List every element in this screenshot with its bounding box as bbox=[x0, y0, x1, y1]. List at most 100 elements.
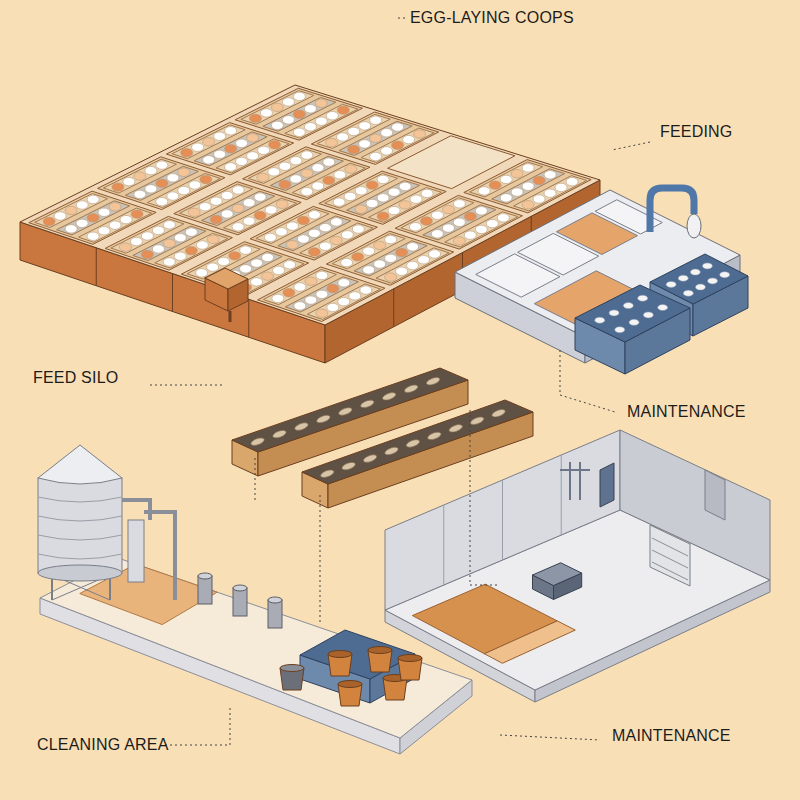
egg bbox=[152, 245, 164, 253]
egg bbox=[453, 200, 465, 208]
leader-line bbox=[230, 705, 231, 745]
egg bbox=[236, 157, 248, 165]
egg bbox=[366, 181, 378, 189]
egg bbox=[363, 266, 375, 274]
egg bbox=[623, 303, 633, 309]
egg bbox=[145, 185, 157, 193]
egg bbox=[407, 261, 419, 269]
egg bbox=[214, 132, 226, 140]
egg bbox=[330, 218, 342, 226]
egg bbox=[249, 114, 261, 122]
egg bbox=[429, 250, 441, 258]
egg bbox=[363, 247, 375, 255]
egg bbox=[178, 168, 190, 176]
art-face bbox=[484, 621, 575, 663]
egg bbox=[385, 254, 397, 262]
egg bbox=[374, 241, 386, 249]
egg bbox=[271, 121, 283, 129]
egg bbox=[643, 312, 653, 318]
egg bbox=[301, 151, 313, 159]
egg bbox=[377, 212, 389, 220]
art-line bbox=[172, 274, 173, 312]
egg bbox=[352, 253, 364, 261]
trough-item bbox=[316, 414, 331, 424]
egg bbox=[229, 252, 241, 260]
egg bbox=[381, 147, 393, 155]
egg bbox=[240, 246, 252, 254]
art-face bbox=[300, 630, 415, 679]
bucket-rim bbox=[368, 647, 392, 654]
trough-item bbox=[250, 436, 265, 446]
trough-item bbox=[425, 376, 440, 386]
trough-item bbox=[341, 461, 356, 471]
art-face bbox=[464, 160, 591, 213]
egg bbox=[374, 260, 386, 268]
egg bbox=[293, 110, 305, 118]
egg bbox=[370, 152, 382, 160]
egg bbox=[156, 161, 168, 169]
trough-item bbox=[405, 438, 420, 448]
trough-item bbox=[384, 446, 399, 456]
egg bbox=[566, 177, 578, 185]
bucket-rim bbox=[328, 651, 352, 658]
silo-pipe bbox=[128, 520, 144, 582]
egg bbox=[695, 284, 705, 290]
egg bbox=[243, 217, 255, 225]
egg bbox=[500, 175, 512, 183]
egg bbox=[305, 296, 317, 304]
egg bbox=[200, 175, 212, 183]
egg bbox=[420, 217, 432, 225]
egg bbox=[232, 204, 244, 212]
egg bbox=[163, 221, 175, 229]
art-face bbox=[600, 463, 614, 507]
egg bbox=[87, 214, 99, 222]
egg bbox=[500, 194, 512, 202]
bucket-rim bbox=[338, 681, 362, 688]
egg bbox=[282, 116, 294, 124]
canister bbox=[268, 600, 282, 628]
feed-tank bbox=[687, 214, 701, 238]
trough-item bbox=[362, 453, 377, 463]
egg bbox=[131, 210, 143, 218]
leader-line bbox=[612, 142, 650, 150]
art-line bbox=[652, 550, 688, 568]
egg bbox=[544, 189, 556, 197]
art-line bbox=[96, 248, 97, 286]
egg bbox=[254, 193, 266, 201]
egg bbox=[258, 146, 270, 154]
egg bbox=[196, 269, 208, 277]
egg bbox=[123, 177, 135, 185]
egg bbox=[533, 195, 545, 203]
silo-ring bbox=[38, 535, 122, 540]
egg bbox=[304, 123, 316, 131]
egg bbox=[141, 232, 153, 240]
egg bbox=[305, 277, 317, 285]
egg bbox=[355, 187, 367, 195]
egg bbox=[272, 294, 284, 302]
egg bbox=[119, 243, 131, 251]
egg bbox=[178, 186, 190, 194]
egg bbox=[293, 128, 305, 136]
egg bbox=[370, 116, 382, 124]
art-face bbox=[388, 136, 515, 189]
egg bbox=[297, 216, 309, 224]
egg bbox=[381, 129, 393, 137]
egg bbox=[271, 103, 283, 111]
egg bbox=[475, 225, 487, 233]
egg bbox=[615, 327, 625, 333]
egg bbox=[366, 199, 378, 207]
egg bbox=[192, 143, 204, 151]
egg bbox=[409, 223, 421, 231]
egg bbox=[112, 183, 124, 191]
egg bbox=[243, 199, 255, 207]
art-line bbox=[560, 469, 590, 471]
egg bbox=[218, 257, 230, 265]
egg bbox=[65, 225, 77, 233]
egg bbox=[522, 182, 534, 190]
egg bbox=[297, 235, 309, 243]
egg bbox=[359, 140, 371, 148]
egg bbox=[174, 234, 186, 242]
egg bbox=[511, 188, 523, 196]
egg bbox=[109, 203, 121, 211]
egg bbox=[388, 188, 400, 196]
